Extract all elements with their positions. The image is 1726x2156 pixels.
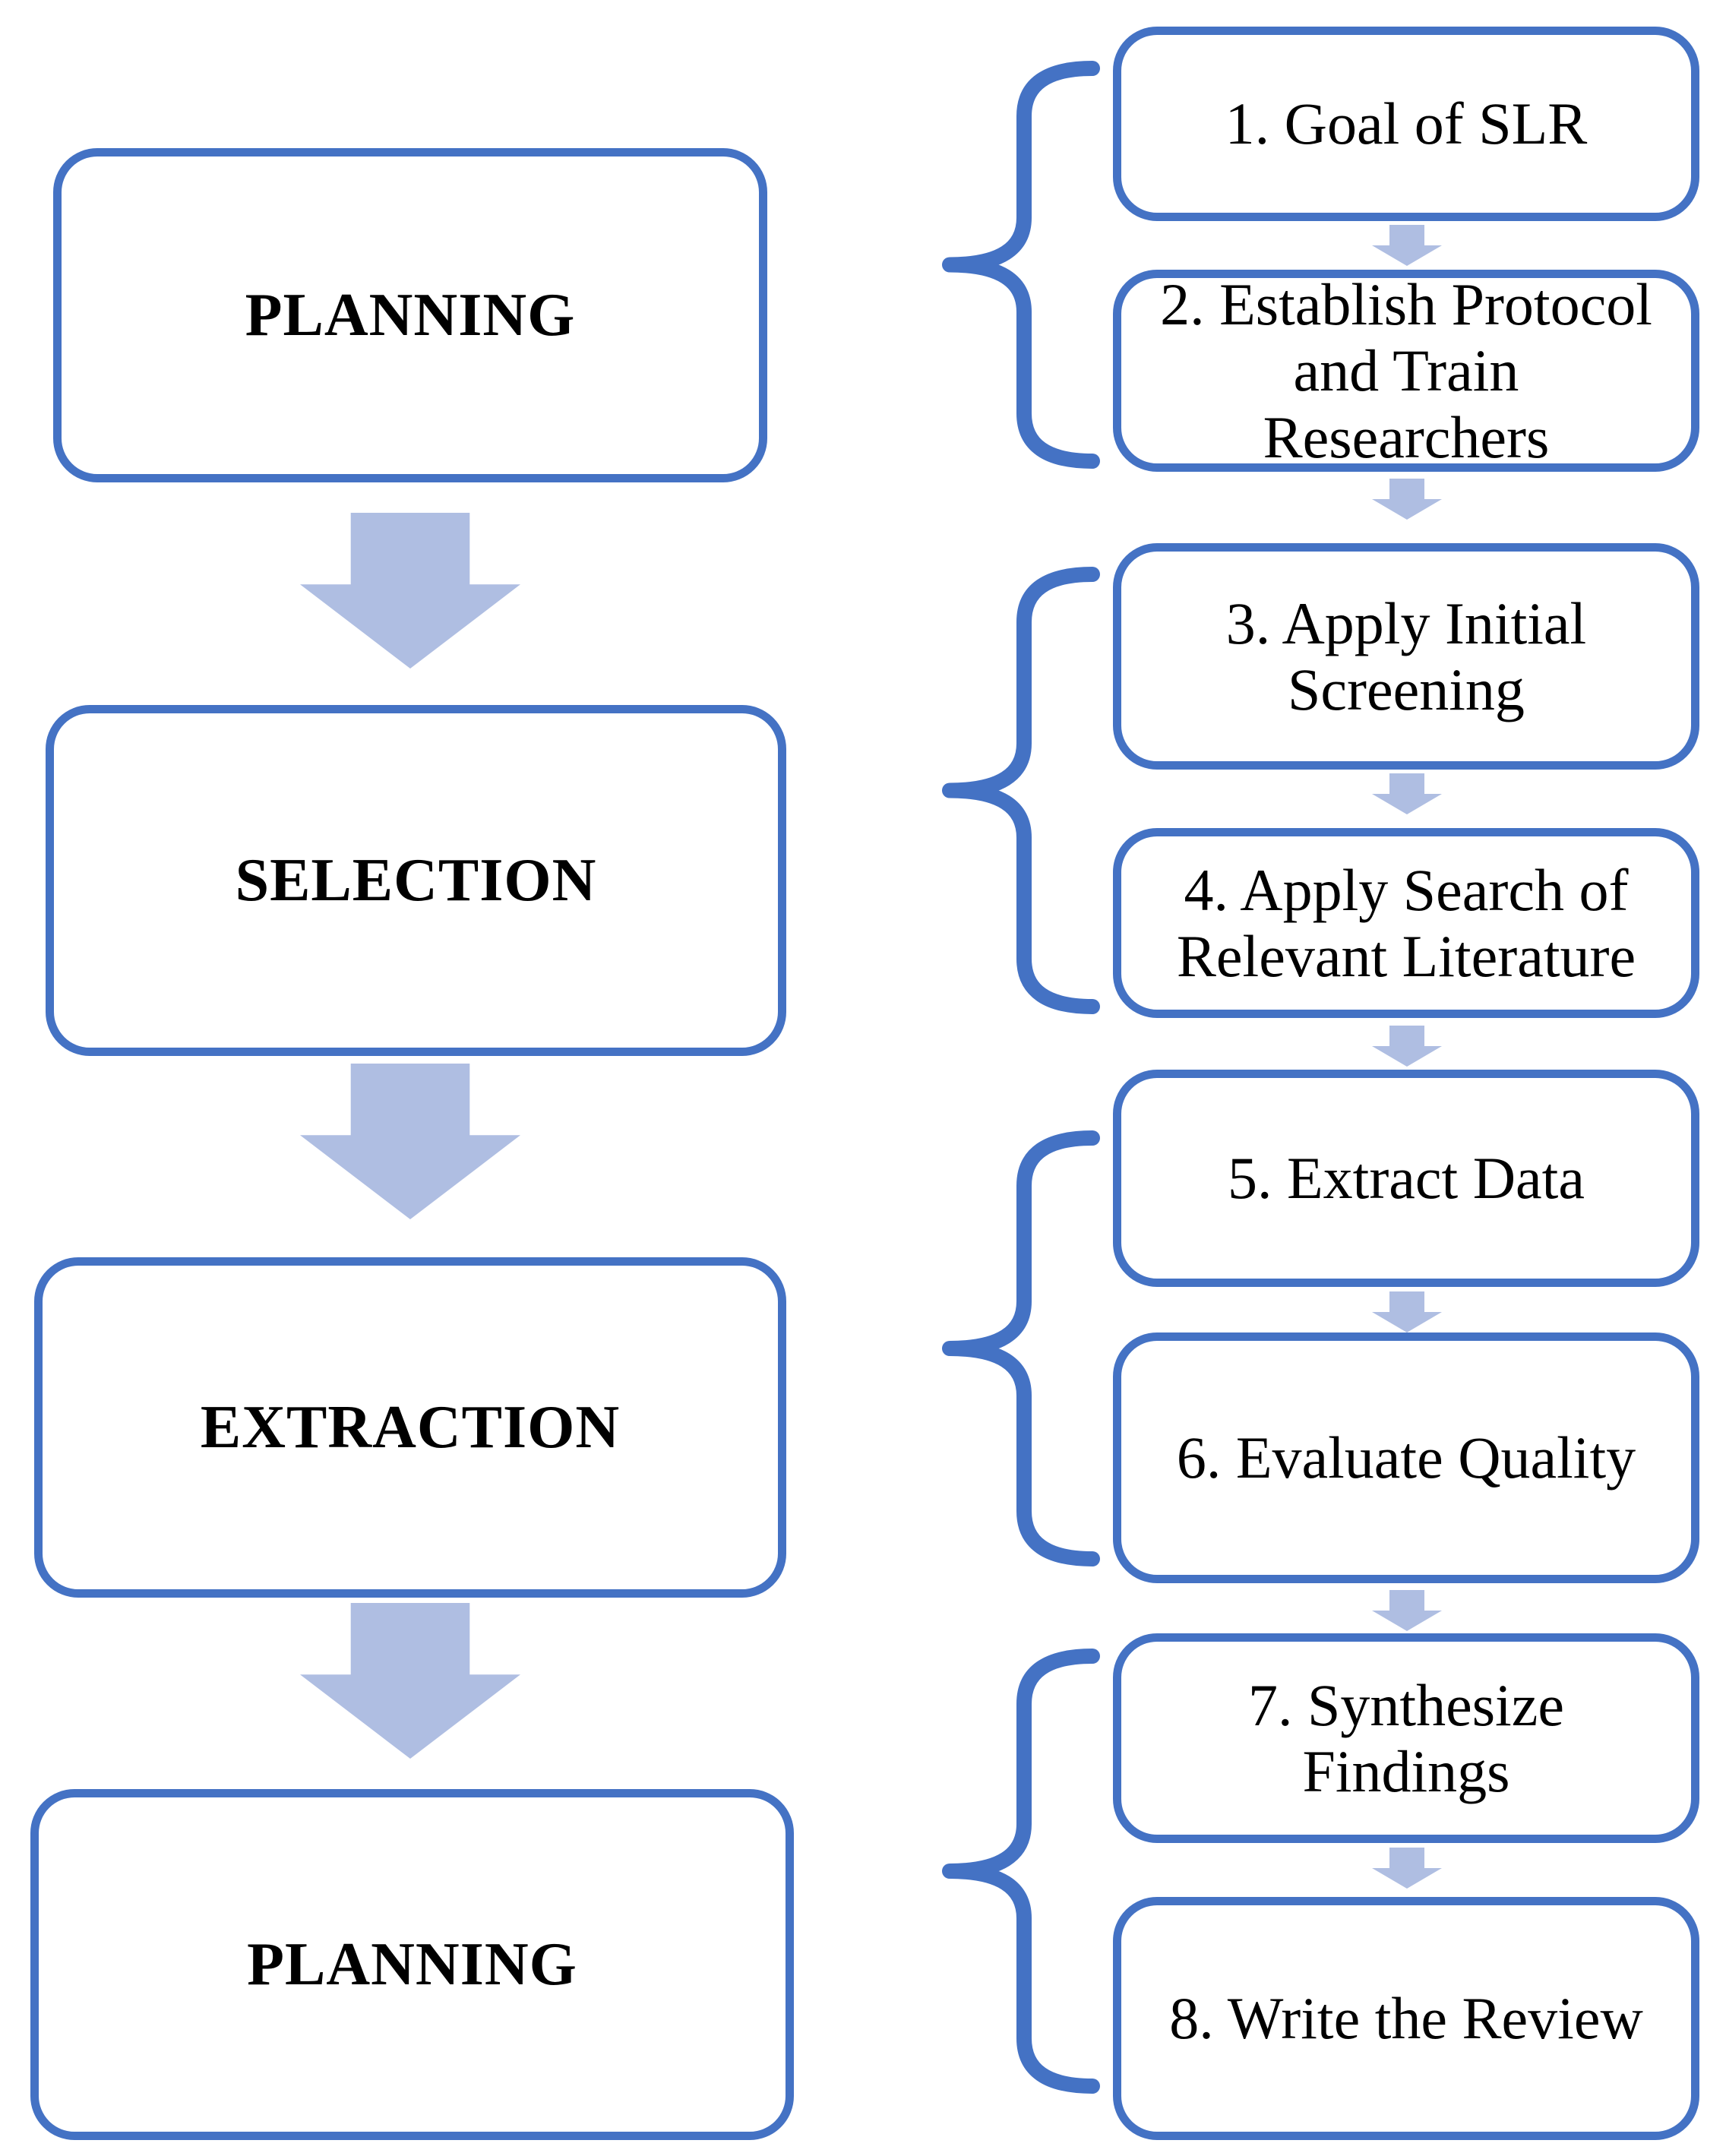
- step-box-7-synthesize-findings: 7. Synthesize Findings: [1113, 1633, 1699, 1843]
- down-arrow-step-7-to-8: [1372, 1848, 1442, 1889]
- step-box-2-establish-protocol: 2. Establish Protocol and Train Research…: [1113, 270, 1699, 472]
- down-arrow-step-3-to-4: [1372, 773, 1442, 814]
- down-arrow-step-6-to-7: [1372, 1590, 1442, 1631]
- stage-box-planning-bottom: PLANNING: [30, 1789, 794, 2140]
- stage-label: PLANNING: [247, 1930, 577, 1998]
- step-box-6-evaluate-quality: 6. Evaluate Quality: [1113, 1332, 1699, 1583]
- stage-box-extraction: EXTRACTION: [34, 1257, 786, 1598]
- brace-steps-3-4: [942, 567, 1100, 1014]
- brace-steps-1-2: [942, 61, 1100, 469]
- down-arrow-stage-2-to-3: [300, 1064, 520, 1219]
- stage-label: PLANNING: [245, 281, 576, 349]
- step-box-5-extract-data: 5. Extract Data: [1113, 1070, 1699, 1287]
- stage-box-planning-top: PLANNING: [53, 148, 767, 482]
- stage-box-selection: SELECTION: [46, 705, 786, 1056]
- down-arrow-step-1-to-2: [1372, 225, 1442, 266]
- down-arrow-step-2-to-3: [1372, 479, 1442, 520]
- step-label: 4. Apply Search of Relevant Literature: [1176, 856, 1636, 989]
- stage-label: SELECTION: [235, 846, 597, 914]
- step-label: 1. Goal of SLR: [1225, 90, 1588, 157]
- step-label: 5. Extract Data: [1228, 1145, 1585, 1212]
- step-label: 6. Evaluate Quality: [1176, 1424, 1636, 1491]
- down-arrow-stage-3-to-4: [300, 1603, 520, 1759]
- brace-steps-7-8: [942, 1649, 1100, 2094]
- step-label: 2. Establish Protocol and Train Research…: [1160, 270, 1652, 470]
- step-box-4-search-literature: 4. Apply Search of Relevant Literature: [1113, 828, 1699, 1018]
- brace-steps-5-6: [942, 1130, 1100, 1566]
- down-arrow-stage-1-to-2: [300, 513, 520, 669]
- step-box-3-initial-screening: 3. Apply Initial Screening: [1113, 543, 1699, 770]
- down-arrow-step-4-to-5: [1372, 1026, 1442, 1067]
- step-box-8-write-review: 8. Write the Review: [1113, 1897, 1699, 2140]
- step-label: 7. Synthesize Findings: [1248, 1671, 1564, 1804]
- down-arrow-step-5-to-6: [1372, 1291, 1442, 1332]
- step-label: 3. Apply Initial Screening: [1225, 590, 1587, 722]
- step-box-1-goal-of-slr: 1. Goal of SLR: [1113, 27, 1699, 221]
- step-label: 8. Write the Review: [1169, 1985, 1643, 2052]
- stage-label: EXTRACTION: [200, 1393, 621, 1461]
